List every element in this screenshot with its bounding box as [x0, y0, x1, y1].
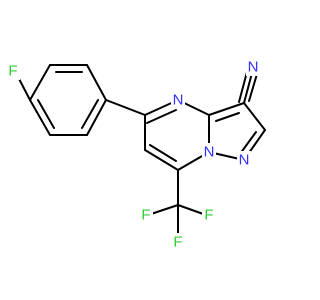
bond — [81, 99, 99, 129]
atom-label: F — [173, 234, 182, 251]
bond — [86, 99, 107, 136]
atom-label: N — [173, 92, 184, 109]
bond — [149, 144, 177, 162]
atom-label-layer: F N N N N F F F — [6, 58, 260, 251]
bond — [248, 73, 258, 102]
atom-label: N — [239, 152, 250, 169]
atom-nitrogen-pyrazole: N — [237, 151, 251, 169]
atom-fluorine-para: F — [6, 62, 20, 80]
bond — [29, 64, 51, 101]
atom-fluorine-cf3-left: F — [139, 206, 153, 224]
bond — [243, 72, 253, 104]
atom-label: F — [204, 207, 213, 224]
atom-label: N — [248, 59, 259, 76]
atom-nitrogen-nitrile: N — [246, 58, 260, 76]
bond — [177, 204, 207, 216]
bond — [208, 102, 245, 116]
bond — [146, 109, 177, 124]
bond — [86, 64, 107, 101]
bond — [144, 149, 179, 171]
bond-layer — [15, 64, 266, 236]
bond — [238, 71, 248, 103]
atom-fluorine-cf3-right: F — [202, 206, 216, 224]
atom-nitrogen-pyrimidine: N — [171, 91, 185, 109]
bond — [215, 112, 240, 122]
bond — [37, 99, 55, 129]
molecule-structure-diagram: F N N N N F F F — [6, 58, 266, 251]
bond — [105, 99, 146, 116]
atom-label: F — [141, 207, 150, 224]
atom-fluorine-cf3-bottom: F — [171, 233, 185, 251]
atom-nitrogen-bridgehead: N — [202, 143, 216, 161]
bond — [29, 99, 51, 136]
bond — [239, 131, 257, 155]
atom-label: F — [8, 63, 17, 80]
atom-label: N — [204, 144, 215, 161]
bond — [243, 102, 266, 131]
